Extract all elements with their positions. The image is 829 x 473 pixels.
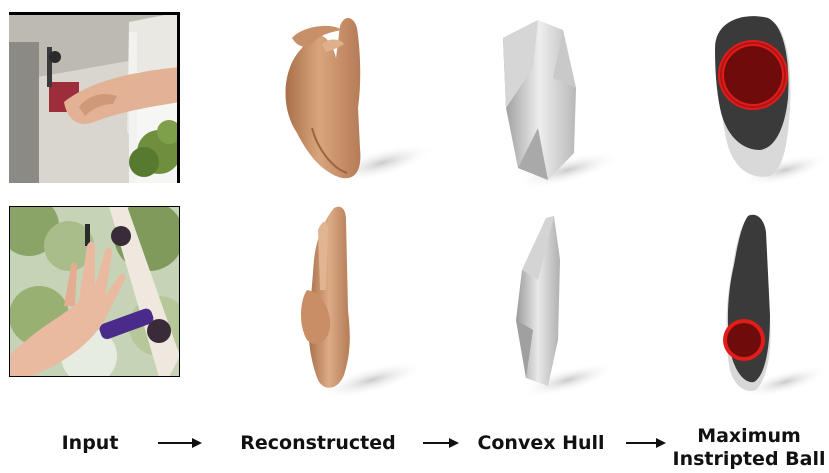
reconstructed-hand-row2: [262, 200, 432, 400]
hand-mesh-icon: [262, 8, 432, 188]
hull-mesh-icon: [478, 200, 628, 400]
right-arrow-icon: [158, 435, 202, 451]
inscribed-ball-row1: [690, 8, 829, 188]
hand-photo-icon: [9, 206, 180, 377]
step-label-convex-hull: Convex Hull: [466, 432, 616, 454]
input-photo-row2: [9, 206, 180, 377]
convex-hull-row2: [478, 200, 628, 400]
step-label-max-ball-line1: Maximum: [674, 425, 824, 447]
step-label-reconstructed: Reconstructed: [228, 432, 408, 454]
input-photo-row1: [9, 12, 180, 183]
ball-mesh-icon: [690, 8, 829, 188]
hull-mesh-icon: [478, 8, 628, 188]
right-arrow-icon: [423, 435, 459, 451]
step-label-max-ball-line2: Instripted Ball: [670, 448, 828, 470]
hand-photo-icon: [9, 12, 180, 183]
hand-mesh-icon: [262, 200, 432, 400]
convex-hull-row1: [478, 8, 628, 188]
ball-mesh-icon: [690, 200, 829, 400]
right-arrow-icon: [626, 435, 666, 451]
reconstructed-hand-row1: [262, 8, 432, 188]
inscribed-ball-row2: [690, 200, 829, 400]
step-label-input: Input: [40, 432, 140, 454]
